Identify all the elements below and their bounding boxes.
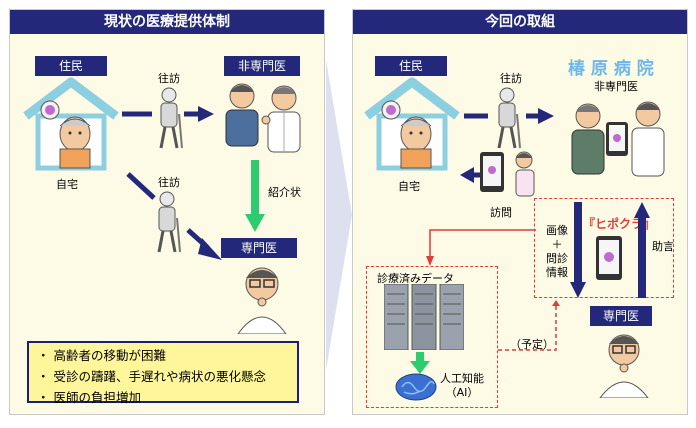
issue-text: 受診の躊躇、手遅れや病状の悪化懸念 <box>53 369 266 384</box>
issue-text: 高齢者の移動が困難 <box>53 348 166 363</box>
issue-item: ・ 医師の負担増加 <box>37 390 141 405</box>
specialist-doctor-icon <box>237 267 287 334</box>
planned-label: （予定） <box>510 338 554 351</box>
left-resident-tag: 住民 <box>35 56 107 76</box>
process-arrow-icon <box>410 352 430 374</box>
arrow-down-icon <box>570 202 586 298</box>
left-specialist-tag: 専門医 <box>221 238 297 258</box>
walking-elderly-icon <box>157 191 181 253</box>
walking-elderly-icon <box>497 87 521 149</box>
server-rack-icon <box>384 284 464 350</box>
left-referral-label: 紹介状 <box>268 186 301 199</box>
left-non-specialist-tag: 非専門医 <box>224 56 300 76</box>
specialist-doctor-icon <box>599 334 649 398</box>
issue-item: ・ 高齢者の移動が困難 <box>37 348 166 363</box>
data-box-title: 診療済みデータ <box>377 272 454 285</box>
referral-arrow-icon <box>245 160 265 232</box>
brain-icon <box>395 373 437 401</box>
right-visit-label: 往訪 <box>500 72 522 85</box>
right-panel-title: 今回の取組 <box>353 10 687 34</box>
data-box <box>366 266 498 408</box>
walking-elderly-icon <box>159 87 183 149</box>
house-elderly-icon <box>364 77 460 171</box>
left-panel-title: 現状の医療提供体制 <box>10 10 324 34</box>
tablet-nurse-icon <box>480 151 535 197</box>
arrow-up-icon <box>634 202 650 298</box>
advice-label: 助言 <box>652 240 674 253</box>
dashed-connector <box>498 300 560 351</box>
app-box <box>534 198 674 298</box>
app-phone-icon <box>596 236 622 280</box>
left-home-label: 自宅 <box>56 178 78 191</box>
transition-chevron-icon <box>326 60 352 370</box>
hospital-name: 椿 原 病 院 <box>568 59 654 79</box>
app-name: 『ヒポクラ』 <box>583 217 656 231</box>
issue-text: 医師の負担増加 <box>53 390 141 405</box>
image-info-label: 画像 ＋ 問診 情報 <box>546 224 568 279</box>
issues-box: ・ 高齢者の移動が困難 ・ 受診の躊躇、手遅れや病状の悪化懸念 ・ 医師の負担増… <box>27 341 299 405</box>
issue-item: ・ 受診の躊躇、手遅れや病状の悪化懸念 <box>37 369 266 384</box>
left-visit-label-2: 往訪 <box>158 176 180 189</box>
right-non-specialist-label: 非専門医 <box>594 80 638 93</box>
home-visit-label: 訪問 <box>490 206 512 219</box>
right-specialist-tag: 専門医 <box>590 306 652 326</box>
doctor-consultation-icon <box>225 83 301 153</box>
ai-label: 人工知能 （AI） <box>440 372 484 399</box>
doctor-consultation-icon <box>571 101 665 177</box>
left-visit-label-1: 往訪 <box>158 72 180 85</box>
house-elderly-icon <box>23 77 119 171</box>
arrow-diagonal-icon <box>126 172 222 260</box>
right-home-label: 自宅 <box>398 180 420 193</box>
dashed-connector <box>426 229 536 266</box>
right-resident-tag: 住民 <box>375 56 447 76</box>
arrow-right-icon <box>464 108 554 124</box>
arrow-right-icon <box>122 106 214 122</box>
